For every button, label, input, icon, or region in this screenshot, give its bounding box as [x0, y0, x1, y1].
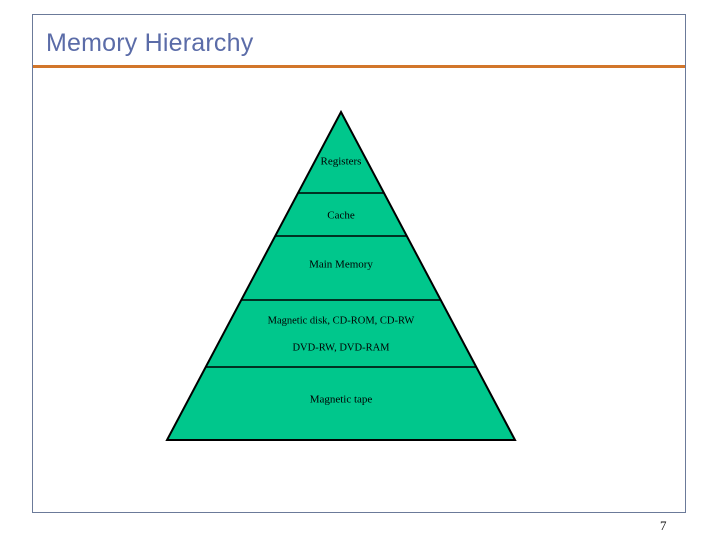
tier-label-main-memory: Main Memory — [309, 259, 373, 271]
tier-label-cache: Cache — [327, 210, 355, 222]
title-underline-rule — [33, 65, 685, 68]
pyramid-body — [165, 109, 517, 441]
page-title: Memory Hierarchy — [46, 29, 254, 57]
tier-label-secondary-storage-line2: DVD-RW, DVD-RAM — [292, 342, 390, 353]
tier-label-magnetic-tape: Magnetic tape — [310, 394, 373, 406]
page-number: 7 — [660, 518, 667, 533]
memory-hierarchy-pyramid: Registers Cache Main Memory Magnetic dis… — [150, 100, 540, 460]
pyramid-svg: Registers Cache Main Memory Magnetic dis… — [165, 109, 517, 441]
tier-label-secondary-storage-line1: Magnetic disk, CD-ROM, CD-RW — [268, 315, 415, 326]
tier-label-registers: Registers — [321, 156, 362, 168]
